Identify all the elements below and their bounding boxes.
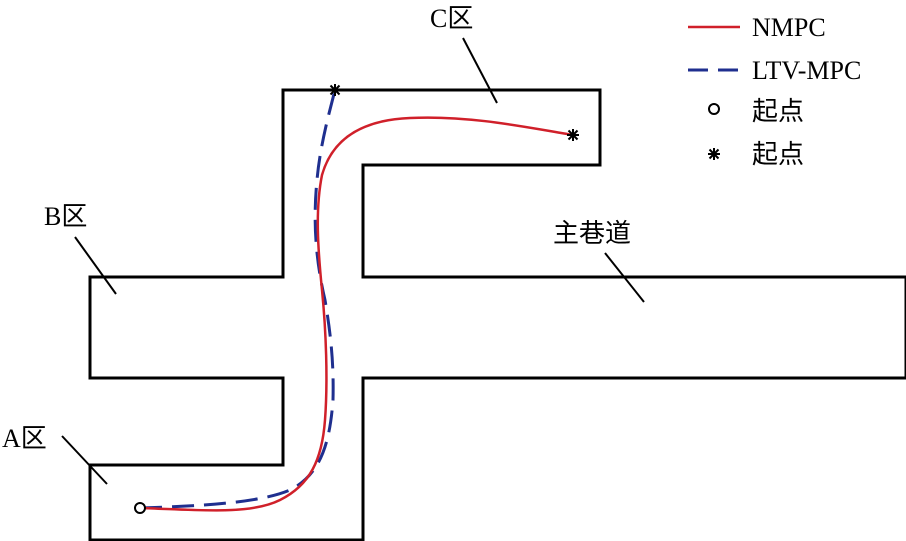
legend-nmpc-label: NMPC — [752, 13, 826, 42]
star-marker-nmpc — [567, 129, 579, 141]
zone-c-label: C区 — [430, 4, 473, 33]
leader-line-main-tunnel — [604, 252, 645, 303]
leader-line-zone-b — [74, 236, 117, 295]
leader-line-zone-c — [462, 37, 498, 104]
legend-star-label: 起点 — [752, 140, 804, 169]
legend-start-circle-label: 起点 — [752, 97, 804, 126]
legend-star-icon — [708, 148, 720, 160]
zone-b-label: B区 — [44, 202, 87, 231]
legend-start-circle-icon — [708, 103, 720, 115]
nmpc-trajectory — [139, 116, 574, 512]
ltv-mpc-trajectory — [139, 89, 337, 510]
legend: NMPC LTV-MPC 起点 起点 — [688, 13, 861, 169]
main-tunnel-label: 主巷道 — [553, 219, 631, 248]
star-marker-ltv — [329, 84, 341, 96]
zone-a-label: A区 — [2, 424, 47, 453]
tunnel-outline — [88, 88, 906, 541]
start-circle-marker — [134, 502, 146, 514]
legend-ltv-mpc-label: LTV-MPC — [752, 56, 861, 85]
leader-line-zone-a — [61, 435, 108, 485]
